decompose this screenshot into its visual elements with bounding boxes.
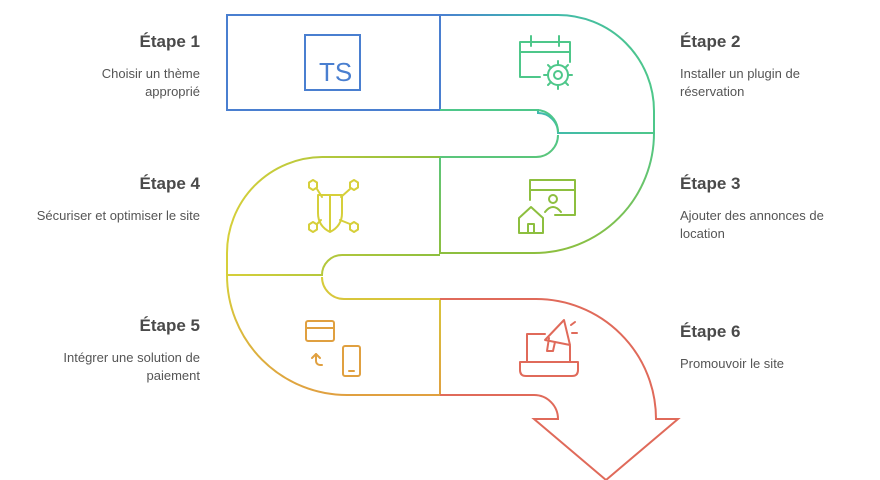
step-title: Étape 3 — [680, 174, 741, 193]
step-4-label: Étape 4 Sécuriser et optimiser le site — [0, 174, 200, 225]
step-description: Choisir un thème approprié — [101, 66, 200, 99]
segment-step-5 — [226, 274, 441, 396]
step-6-label: Étape 6 Promouvoir le site — [680, 322, 880, 373]
step-title: Étape 1 — [139, 32, 200, 51]
segment-step-2 — [440, 14, 655, 134]
step-description: Installer un plugin de réservation — [680, 66, 800, 99]
step-title: Étape 4 — [139, 174, 200, 193]
typescript-icon-label: TS — [319, 57, 352, 87]
step-description: Ajouter des annonces de location — [680, 208, 824, 241]
segment-step-1 — [226, 14, 441, 111]
step-description: Promouvoir le site — [680, 356, 785, 371]
segment-step-3 — [439, 132, 655, 254]
calendar-gear-icon — [519, 35, 573, 90]
laptop-megaphone-icon — [519, 319, 579, 377]
step-title: Étape 2 — [680, 32, 741, 51]
segment-step-4 — [226, 156, 440, 276]
payment-transfer-icon — [305, 320, 361, 377]
typescript-icon — [304, 34, 361, 91]
shield-network-icon — [308, 179, 359, 233]
step-description: Intégrer une solution de paiement — [63, 350, 200, 383]
segment-step-6 — [440, 298, 681, 480]
step-description: Sécuriser et optimiser le site — [36, 208, 200, 223]
step-title: Étape 6 — [680, 322, 741, 341]
step-title: Étape 5 — [139, 316, 200, 335]
step-1-label: Étape 1 Choisir un thème approprié — [0, 32, 200, 101]
segment-step-2-bend — [440, 109, 559, 133]
step-2-label: Étape 2 Installer un plugin de réservati… — [680, 32, 880, 101]
step-3-label: Étape 3 Ajouter des annonces de location — [680, 174, 880, 243]
house-listing-icon — [518, 179, 576, 234]
step-5-label: Étape 5 Intégrer une solution de paiemen… — [0, 316, 200, 385]
